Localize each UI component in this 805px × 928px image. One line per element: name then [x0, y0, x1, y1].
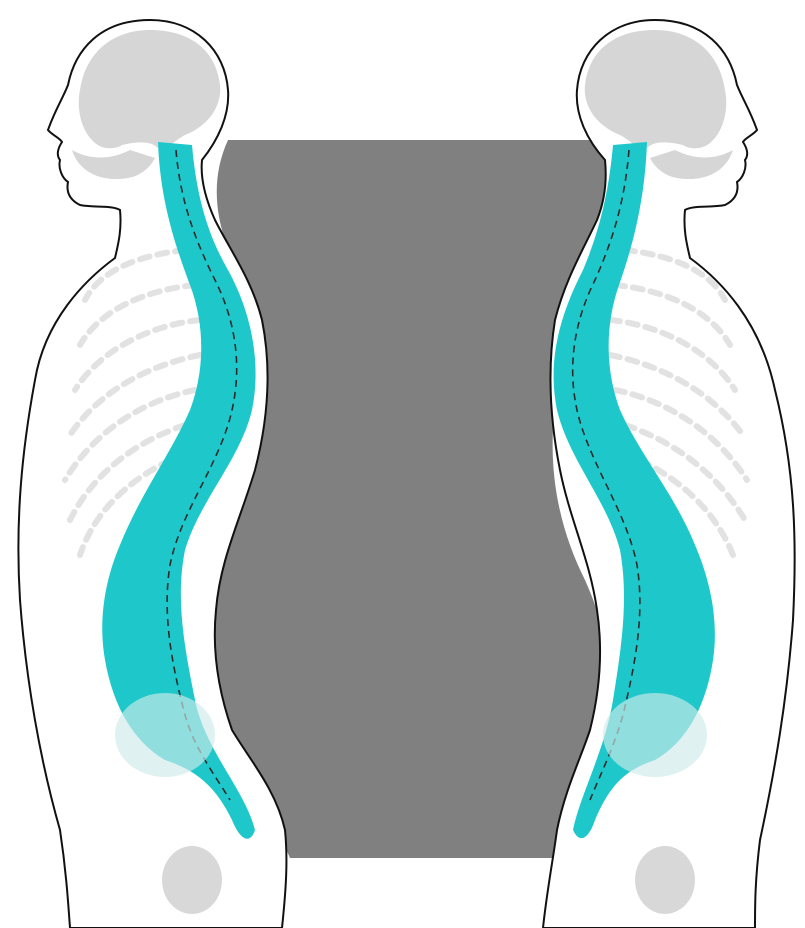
right-hip-joint [635, 846, 695, 914]
left-hip-joint [162, 846, 222, 914]
right-eye-socket [699, 88, 715, 112]
left-eye-socket [90, 88, 106, 112]
left-pelvis [115, 693, 215, 777]
right-pelvis [603, 693, 707, 777]
